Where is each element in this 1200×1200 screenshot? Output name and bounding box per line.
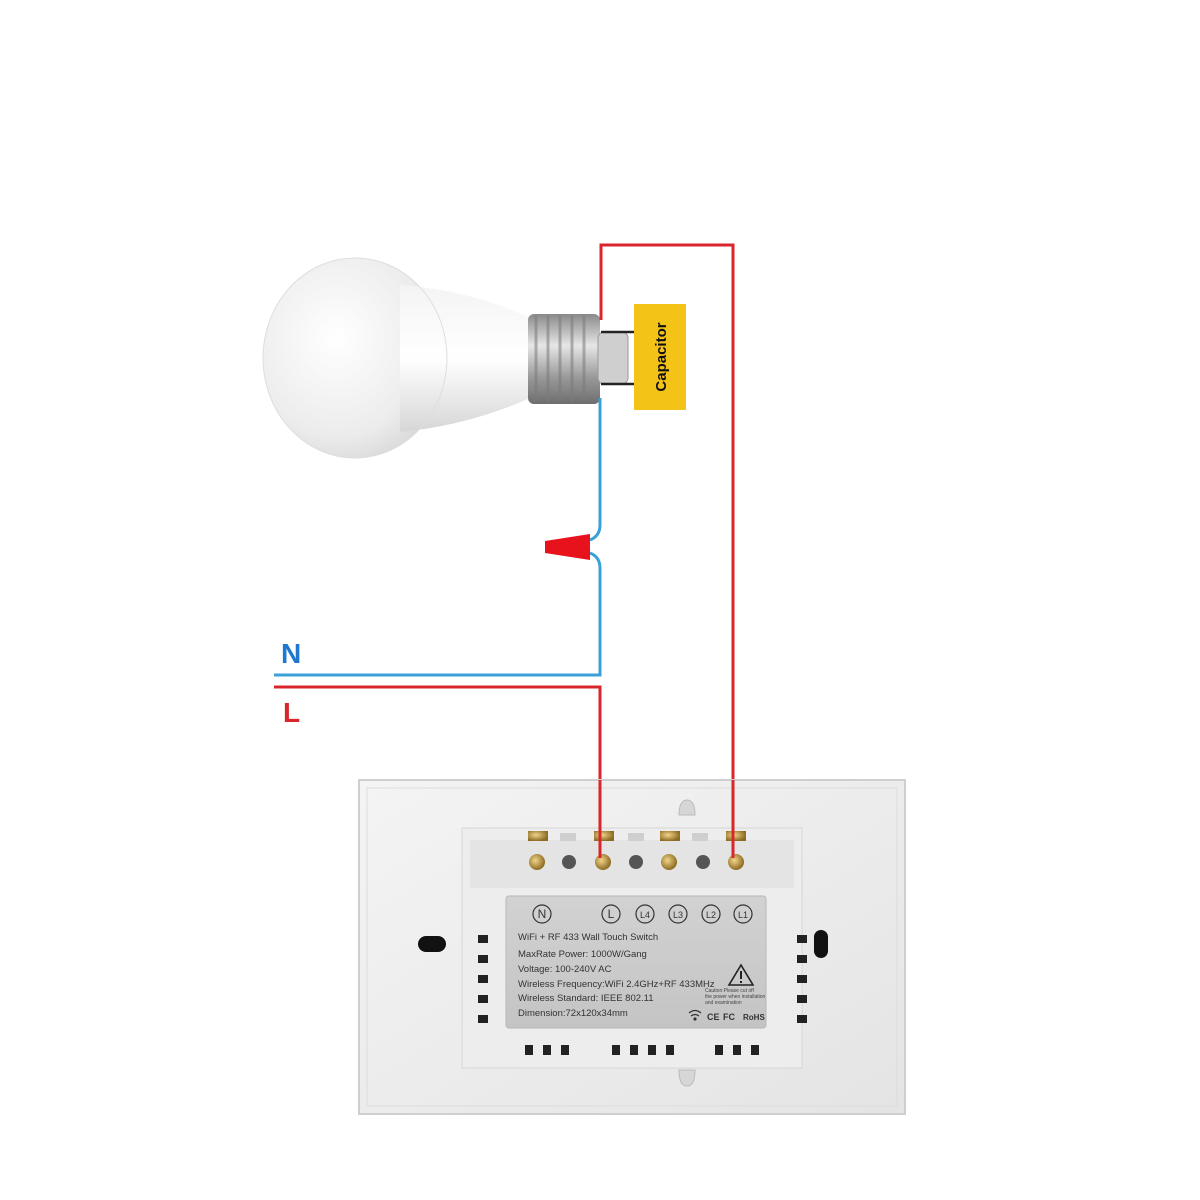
- svg-text:L2: L2: [706, 910, 716, 920]
- mounting-hole: [814, 930, 828, 958]
- switch-title: WiFi + RF 433 Wall Touch Switch: [518, 932, 658, 943]
- live-label: L: [283, 697, 300, 728]
- spec-dimension: Dimension:72x120x34mm: [518, 1008, 628, 1019]
- spec-frequency: Wireless Frequency:WiFi 2.4GHz+RF 433MHz: [518, 979, 715, 990]
- spec-standard: Wireless Standard: IEEE 802.11: [518, 993, 654, 1004]
- wifi-icon: [688, 1009, 702, 1021]
- terminal-markings: N L L4 L3 L2 L1: [532, 904, 753, 924]
- svg-text:L1: L1: [738, 910, 748, 920]
- caution-line-3: and examination: [705, 1000, 742, 1006]
- wall-switch: N L L4 L3 L2 L1 WiFi + RF 433 Wall Touch…: [358, 779, 906, 1115]
- neutral-wire: [274, 398, 602, 677]
- mounting-slot: [678, 1069, 696, 1087]
- bulb-screw-base: [528, 314, 629, 404]
- svg-text:N: N: [538, 907, 547, 921]
- vents-bottom: [525, 1045, 759, 1055]
- rohs-mark: RoHS: [743, 1013, 765, 1022]
- spec-power: MaxRate Power: 1000W/Gang: [518, 949, 647, 960]
- spec-label: [505, 895, 767, 1029]
- fc-mark: FC: [723, 1012, 735, 1022]
- ce-mark: CE: [707, 1012, 720, 1022]
- svg-text:L3: L3: [673, 910, 683, 920]
- wire-connector-icon: [545, 534, 590, 560]
- caution-line-1: Caution:Please cut off: [705, 988, 754, 994]
- svg-text:L: L: [608, 907, 615, 921]
- capacitor-leads: [601, 330, 636, 386]
- svg-text:L4: L4: [640, 910, 650, 920]
- vents-left: [478, 935, 488, 1023]
- terminal-screws-top: [528, 831, 746, 841]
- spec-voltage: Voltage: 100-240V AC: [518, 964, 612, 975]
- vents-right: [797, 935, 807, 1023]
- capacitor: Capacitor: [634, 304, 686, 410]
- mounting-hole: [418, 936, 446, 952]
- caution-line-2: the power when installation: [705, 994, 766, 1000]
- mounting-slot: [678, 799, 696, 816]
- warning-icon: [727, 963, 755, 986]
- light-bulb-icon: [262, 257, 629, 459]
- live-wire-load: [599, 243, 735, 858]
- neutral-label: N: [281, 638, 301, 669]
- capacitor-label: Capacitor: [653, 322, 670, 391]
